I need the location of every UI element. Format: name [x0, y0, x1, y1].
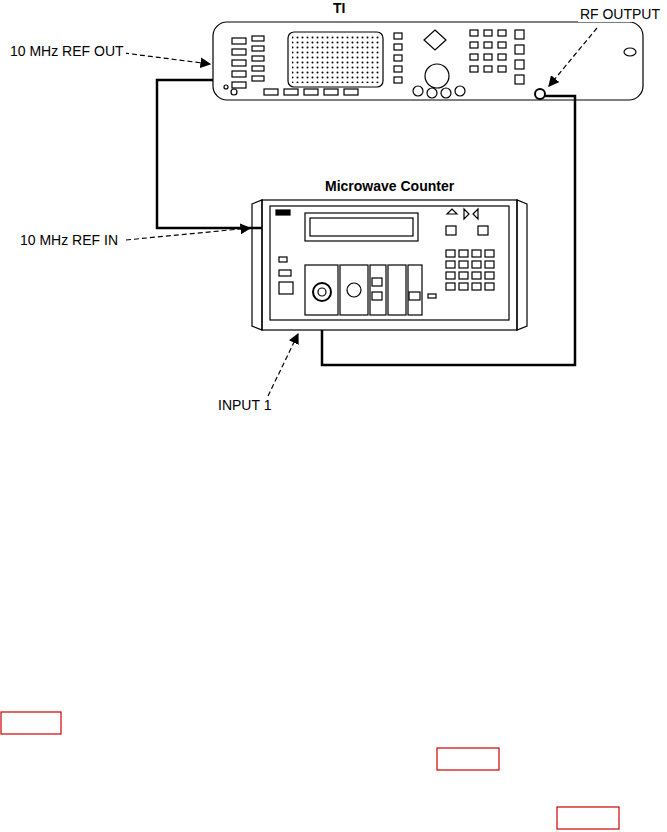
- cable: [322, 96, 575, 365]
- cable: [157, 80, 262, 228]
- port-label: 10 MHz REF OUT: [8, 43, 126, 59]
- port-label: 10 MHz REF IN: [18, 232, 120, 248]
- port-label: RF OUTPUT: [578, 6, 662, 22]
- instrument-name: TI: [331, 0, 347, 16]
- signal-generator: TI: [213, 22, 643, 100]
- port-label: INPUT 1: [216, 397, 273, 413]
- microwave-counter: Microwave Counter: [262, 200, 517, 330]
- instrument-name: Microwave Counter: [323, 178, 456, 194]
